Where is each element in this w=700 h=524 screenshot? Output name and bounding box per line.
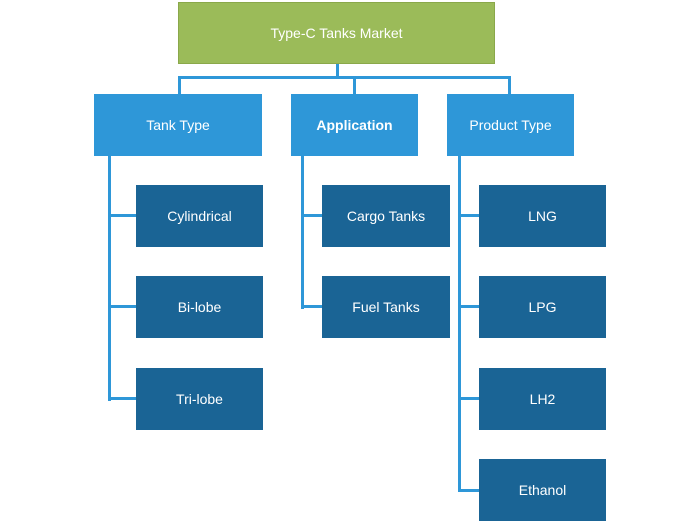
tank-type-branch	[108, 397, 137, 400]
category-connector-application	[353, 76, 356, 94]
category-product-type: Product Type	[447, 94, 574, 156]
item-cargo-tanks: Cargo Tanks	[322, 185, 450, 247]
product-type-branch	[458, 214, 480, 217]
root-connector-vertical	[336, 64, 339, 78]
category-connector-horizontal	[178, 76, 511, 79]
product-type-branch	[458, 489, 480, 492]
application-spine	[301, 155, 304, 309]
item-tri-lobe: Tri-lobe	[136, 368, 263, 430]
item-ethanol: Ethanol	[479, 459, 606, 521]
product-type-branch	[458, 397, 480, 400]
product-type-branch	[458, 305, 480, 308]
item-fuel-tanks: Fuel Tanks	[322, 276, 450, 338]
root-node: Type-C Tanks Market	[178, 2, 495, 64]
item-cylindrical: Cylindrical	[136, 185, 263, 247]
category-connector-tank-type	[178, 76, 181, 94]
tank-type-spine	[108, 155, 111, 401]
product-type-spine	[458, 155, 461, 492]
item-lpg: LPG	[479, 276, 606, 338]
tank-type-branch	[108, 214, 137, 217]
category-tank-type: Tank Type	[94, 94, 262, 156]
item-bi-lobe: Bi-lobe	[136, 276, 263, 338]
application-branch	[301, 305, 324, 308]
category-connector-product-type	[508, 76, 511, 94]
item-lng: LNG	[479, 185, 606, 247]
item-lh2: LH2	[479, 368, 606, 430]
category-application: Application	[291, 94, 418, 156]
tank-type-branch	[108, 305, 137, 308]
application-branch	[301, 214, 324, 217]
